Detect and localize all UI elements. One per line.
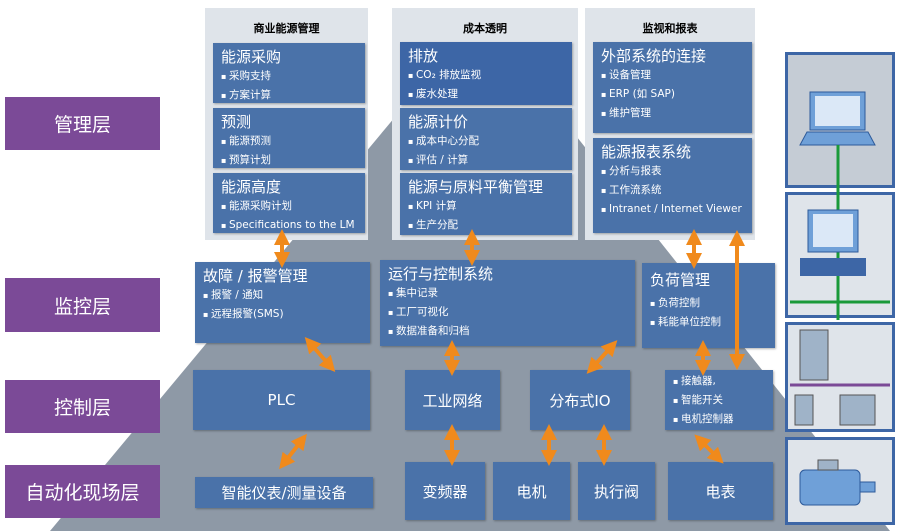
box-procurement: 能源采购 采购支持 方案计算: [213, 43, 365, 103]
box-item: Specifications to the LM: [221, 216, 357, 235]
box-item: 远程报警(SMS): [203, 305, 362, 324]
box-item: 负荷控制: [650, 294, 767, 313]
layer-control: 控制层: [5, 380, 160, 433]
box-item: 能源采购计划: [221, 197, 357, 216]
arrow: [304, 336, 336, 373]
box-item: 成本中心分配: [408, 132, 564, 151]
box-item: 预算计划: [221, 151, 357, 170]
box-title: 外部系统的连接: [601, 47, 707, 65]
box-item: 数据准备和归档: [388, 322, 627, 341]
box-item: 维护管理: [601, 104, 744, 123]
panel-title: 成本透明: [463, 22, 507, 35]
laptop-icon: [799, 91, 876, 146]
box-item: 智能开关: [673, 391, 765, 410]
arrow: [586, 340, 618, 374]
box-smart-meters: 智能仪表/测量设备: [195, 477, 373, 508]
arrow: [279, 433, 307, 470]
box-title: 能源计价: [408, 113, 469, 131]
box-item: 评估 / 计算: [408, 151, 564, 170]
box-operation-control: 运行与控制系统 集中记录 工厂可视化 数据准备和归档: [380, 260, 635, 346]
box-item: 电机控制器: [673, 410, 765, 429]
box-switchgear: 接触器, 智能开关 电机控制器: [665, 370, 773, 430]
box-item: 工厂可视化: [388, 303, 627, 322]
panel-title: 监视和报表: [642, 22, 698, 35]
box-emission: 排放 CO₂ 排放监视 废水处理: [400, 42, 572, 105]
box-item: 方案计算: [221, 86, 357, 105]
box-title: 能源与原料平衡管理: [408, 178, 544, 196]
box-energy-reports: 能源报表系统 分析与报表 工作流系统 Intranet / Internet V…: [593, 138, 752, 233]
box-item: 设备管理: [601, 66, 744, 85]
box-item: ERP (如 SAP): [601, 85, 744, 104]
panel-title: 商业能源管理: [253, 22, 320, 35]
layer-monitoring: 监控层: [5, 278, 160, 332]
box-forecast: 预测 能源预测 预算计划: [213, 108, 365, 168]
box-item: 接触器,: [673, 372, 765, 391]
box-motor: 电机: [493, 462, 570, 520]
box-item: 耗能单位控制: [650, 313, 767, 332]
box-item: 分析与报表: [601, 162, 744, 181]
box-actuator-valve: 执行阀: [578, 462, 655, 520]
box-item: KPI 计算: [408, 197, 564, 216]
box-item: Intranet / Internet Viewer: [601, 200, 744, 219]
box-title: 能源报表系统: [601, 143, 692, 161]
motor-icon: [799, 459, 876, 506]
box-title: 负荷管理: [650, 271, 711, 289]
box-item: 工作流系统: [601, 181, 744, 200]
box-title: 能源高度: [221, 178, 282, 196]
box-title: 预测: [221, 113, 252, 131]
layer-management: 管理层: [5, 97, 160, 150]
box-energy-scheduling: 能源高度 能源采购计划 Specifications to the LM: [213, 173, 365, 233]
box-alarm-management: 故障 / 报警管理 报警 / 通知 远程报警(SMS): [195, 262, 370, 343]
box-item: 采购支持: [221, 67, 357, 86]
box-external-systems: 外部系统的连接 设备管理 ERP (如 SAP) 维护管理: [593, 42, 752, 133]
desktop-pc-icon: [800, 209, 866, 276]
box-item: 能源预测: [221, 132, 357, 151]
box-distributed-io: 分布式IO: [530, 370, 630, 430]
box-inverter: 变频器: [405, 462, 485, 520]
box-power-meter: 电表: [668, 462, 773, 520]
box-industrial-network: 工业网络: [405, 370, 500, 430]
box-title: 能源采购: [221, 48, 282, 66]
box-title: 故障 / 报警管理: [203, 267, 308, 285]
box-energy-pricing: 能源计价 成本中心分配 评估 / 计算: [400, 108, 572, 170]
box-item: CO₂ 排放监视: [408, 66, 564, 85]
box-load-management: 负荷管理 负荷控制 耗能单位控制: [642, 263, 775, 348]
box-plc: PLC: [193, 370, 370, 430]
box-item: 集中记录: [388, 284, 627, 303]
box-energy-balance: 能源与原料平衡管理 KPI 计算 生产分配: [400, 173, 572, 235]
layer-field: 自动化现场层: [5, 465, 160, 518]
arrow: [694, 434, 724, 464]
box-item: 废水处理: [408, 85, 564, 104]
box-item: 生产分配: [408, 216, 564, 235]
box-title: 排放: [408, 47, 439, 65]
box-title: 运行与控制系统: [388, 265, 494, 283]
box-item: 报警 / 通知: [203, 286, 362, 305]
plc-hardware-icon: [794, 329, 876, 426]
